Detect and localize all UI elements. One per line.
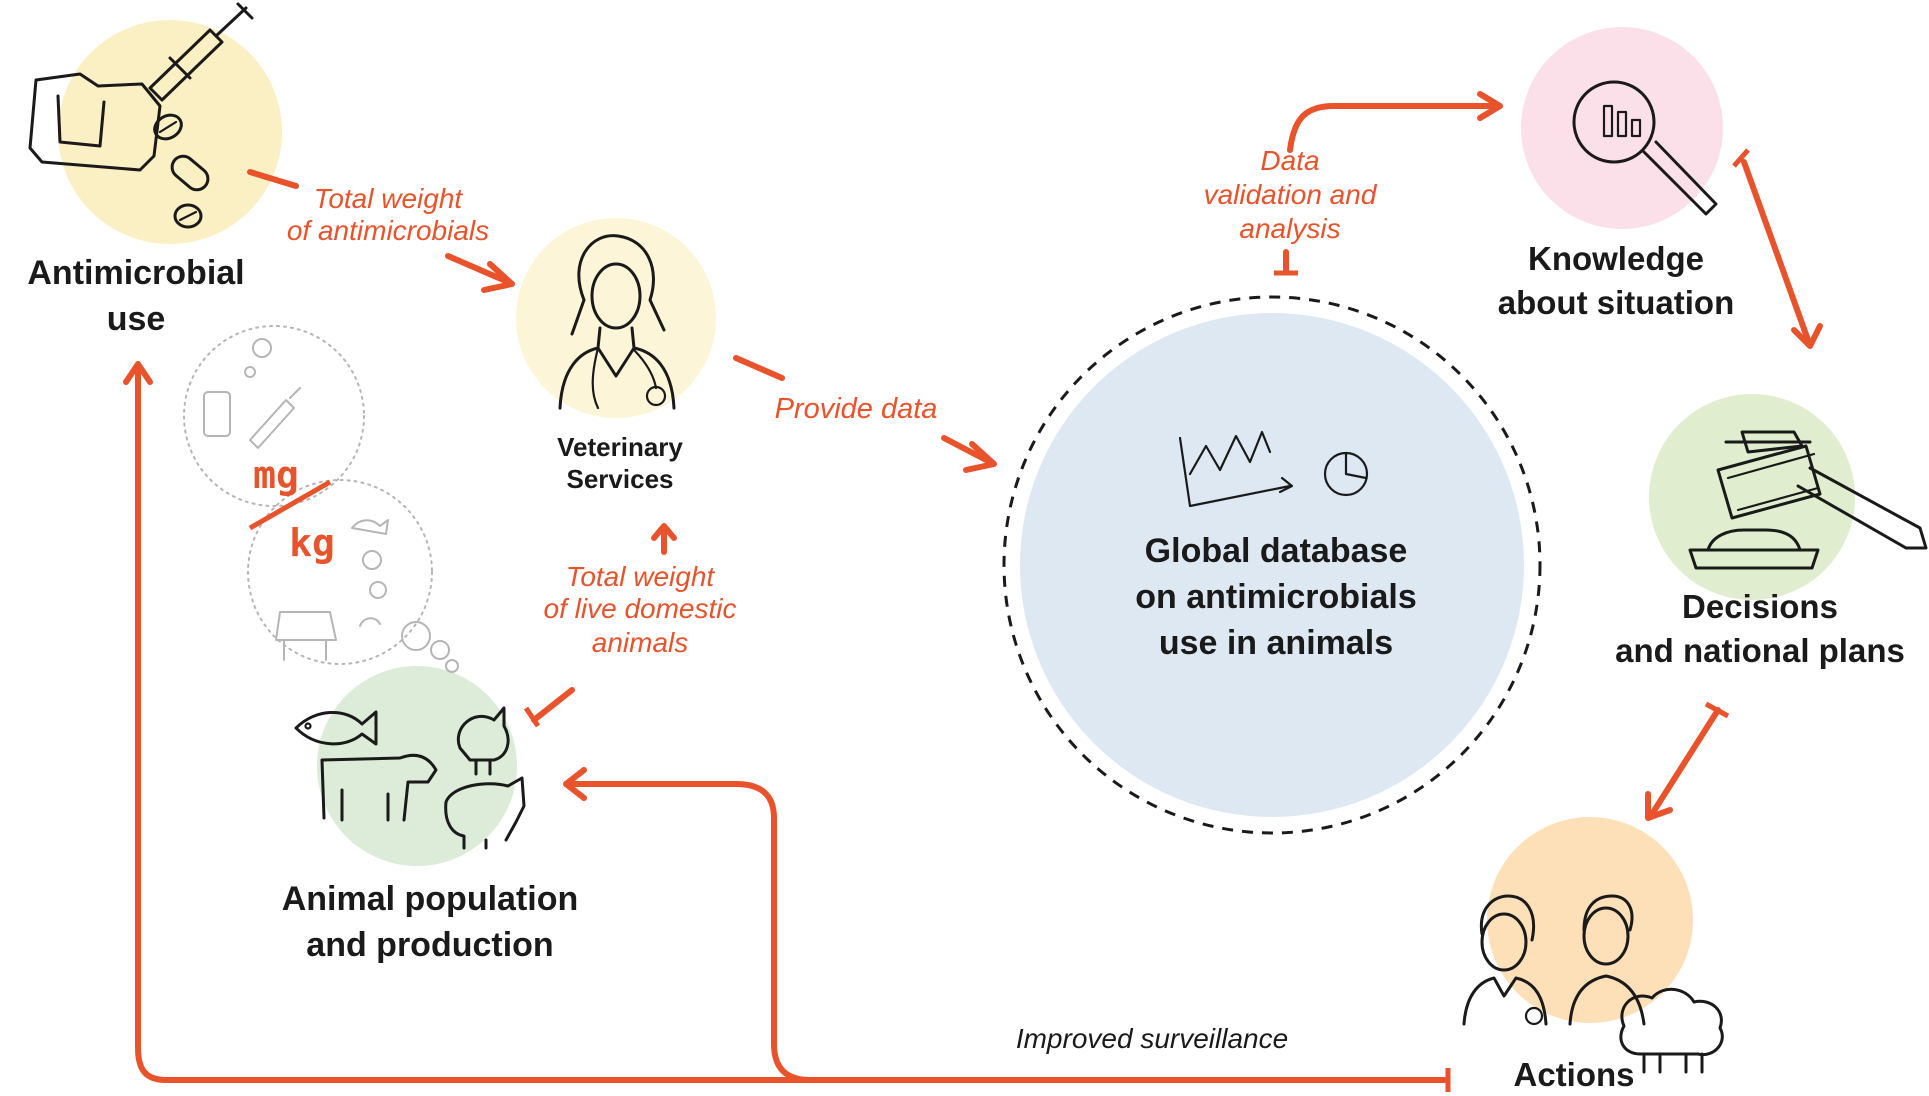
- node-label-database-line3: use in animals: [1159, 624, 1393, 662]
- charts-icon: [1178, 430, 1369, 508]
- ratio-denominator-kg: kg: [289, 521, 335, 565]
- veterinarian-icon: [558, 234, 676, 410]
- edge-label-improved-surveillance: Improved surveillance: [1016, 1023, 1288, 1054]
- global-database-circle: [1020, 313, 1524, 817]
- edge-decisions-to-actions: [1645, 701, 1730, 821]
- edge-label-weight-animals-line1: Total weight: [566, 561, 716, 592]
- ratio-numerator-mg: mg: [253, 453, 299, 497]
- ratio-divider-line: [248, 479, 332, 531]
- veterinary-services-circle: [516, 218, 716, 418]
- edge-label-provide-data: Provide data: [775, 393, 938, 425]
- edge-label-data-validation-line3: analysis: [1239, 213, 1340, 244]
- livestock-icon: [294, 706, 526, 850]
- node-label-veterinary-line2: Services: [567, 464, 674, 494]
- antimicrobial-use-circle: [58, 20, 282, 244]
- node-label-database-line1: Global database: [1145, 532, 1408, 570]
- node-label-database-line2: on antimicrobials: [1135, 578, 1417, 616]
- medicine-bottle-syringe-pills-icon: [28, 2, 254, 229]
- edge-animals-to-veterinary: [523, 523, 677, 728]
- edge-label-weight-antimicrobials-line1: Total weight: [314, 183, 464, 214]
- node-label-actions: Actions: [1513, 1056, 1634, 1093]
- actions-circle: [1487, 817, 1693, 1023]
- node-label-veterinary-line1: Veterinary: [557, 432, 683, 462]
- node-label-antimicrobial-line2: use: [107, 300, 166, 338]
- edge-antimicrobial-to-veterinary: [247, 169, 515, 293]
- edge-label-data-validation-line2: validation and: [1204, 179, 1378, 210]
- node-label-knowledge-line2: about situation: [1498, 284, 1734, 321]
- edge-label-weight-animals-line3: animals: [592, 627, 688, 658]
- node-label-decisions-line1: Decisions: [1682, 588, 1838, 625]
- ratio-thought-bubble: [183, 325, 459, 673]
- people-sheep-icon: [1462, 894, 1724, 1074]
- node-label-animal-line2: and production: [306, 926, 553, 964]
- node-label-animal-line1: Animal population: [282, 880, 579, 918]
- edge-label-weight-animals-line2: of live domestic: [544, 593, 737, 624]
- edge-knowledge-to-decisions: [1732, 148, 1823, 349]
- edge-veterinary-to-database: [733, 355, 997, 473]
- node-label-knowledge-line1: Knowledge: [1528, 240, 1704, 277]
- node-label-antimicrobial-line1: Antimicrobial: [27, 254, 244, 292]
- edge-actions-to-population-and-use: [123, 361, 1451, 1092]
- edge-database-to-knowledge: [1274, 91, 1503, 276]
- gavel-icon: [1688, 430, 1928, 570]
- global-database-dashed-border: [1002, 295, 1542, 835]
- animal-population-circle: [317, 666, 517, 866]
- edge-label-data-validation-line1: Data: [1260, 145, 1319, 176]
- edge-label-weight-antimicrobials-line2: of antimicrobials: [287, 215, 489, 246]
- magnifier-chart-icon: [1572, 80, 1718, 216]
- node-label-decisions-line2: and national plans: [1615, 632, 1905, 669]
